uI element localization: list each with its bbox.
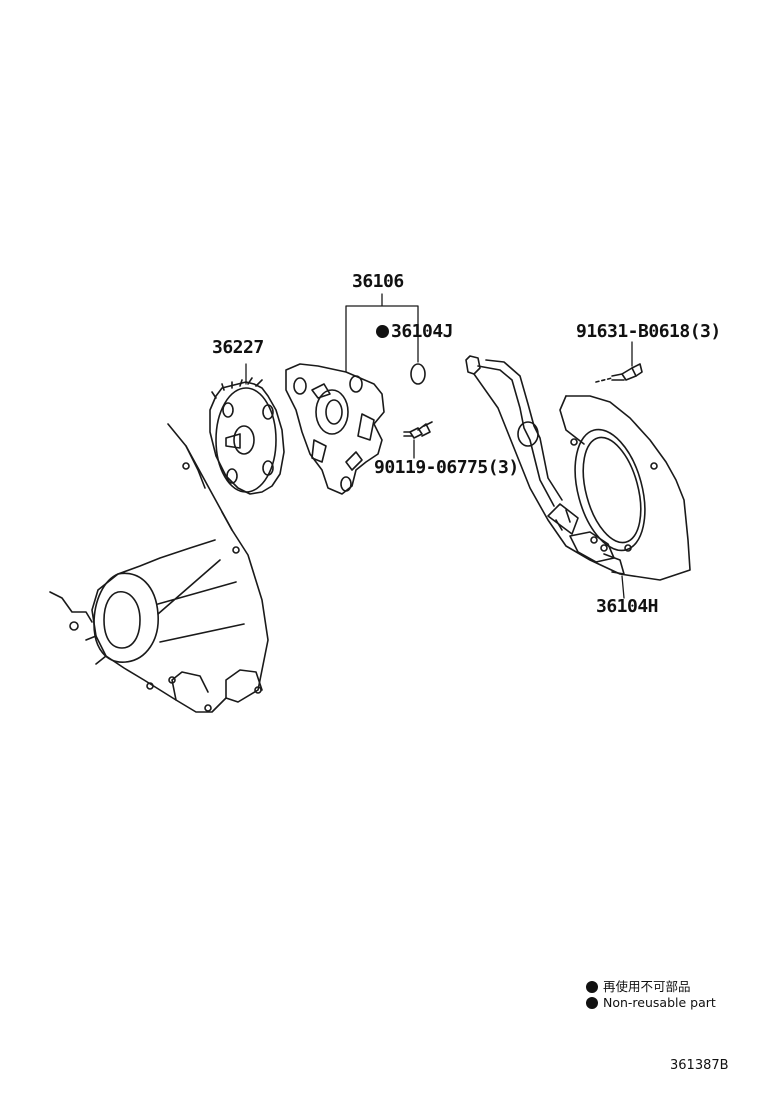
part-label-90119: 90119-06775(3) xyxy=(374,457,519,478)
part-label-91631: 91631-B0618(3) xyxy=(576,321,721,342)
part-label-36106: 36106 xyxy=(352,271,404,292)
bolt-91631 xyxy=(611,363,643,381)
actuator-plate-36106 xyxy=(285,363,385,495)
legend-jp-text: 再使用不可部品 xyxy=(603,979,691,994)
transfer-case-housing xyxy=(49,423,269,713)
part-number-36104j: 36104J xyxy=(391,321,454,342)
legend-en-text: Non-reusable part xyxy=(603,995,716,1010)
leader-lines xyxy=(245,293,633,599)
sensor-harness-36104h xyxy=(465,355,691,581)
gear-36227 xyxy=(209,377,285,495)
legend-japanese: 再使用不可部品 xyxy=(586,976,691,995)
bolt-90119 xyxy=(403,421,433,439)
legend-english: Non-reusable part xyxy=(586,995,716,1010)
part-label-36104h: 36104H xyxy=(596,596,659,617)
bullet-icon xyxy=(586,981,598,993)
bullet-icon xyxy=(586,997,598,1009)
part-label-36227: 36227 xyxy=(212,337,264,358)
o-ring-36104j xyxy=(410,363,426,385)
part-label-36104j: 36104J xyxy=(376,321,454,342)
diagram-code: 361387B xyxy=(670,1058,729,1073)
dashed-line-91631 xyxy=(595,377,613,383)
